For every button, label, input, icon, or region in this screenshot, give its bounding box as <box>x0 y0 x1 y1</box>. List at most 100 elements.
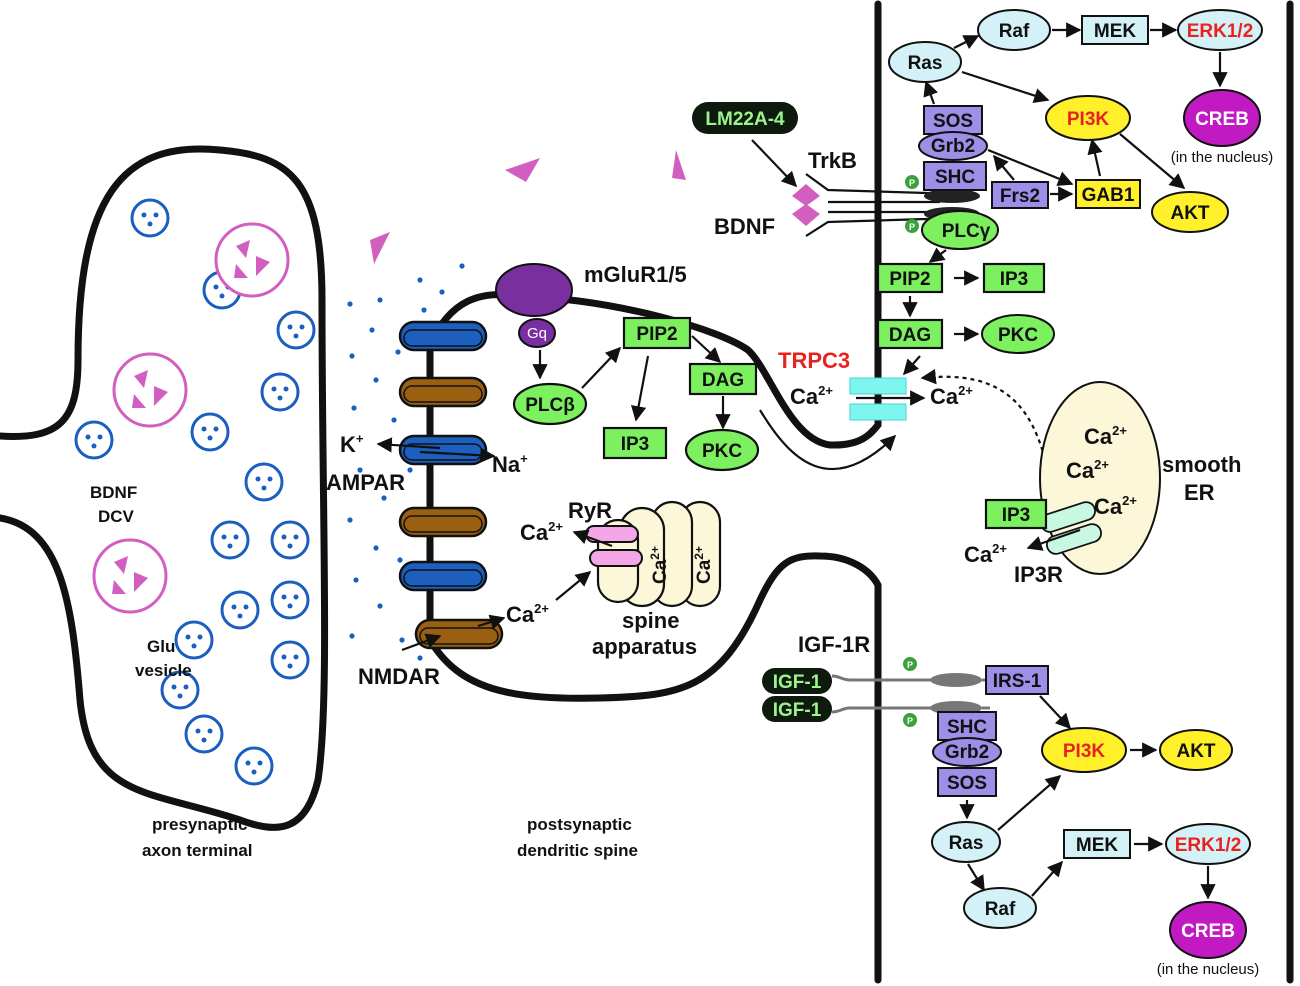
igf-raf-node: Raf <box>963 887 1037 929</box>
glutamate-dot <box>373 377 379 383</box>
trkb-pkc-label: PKC <box>998 325 1038 346</box>
bdnf-label: BDNF <box>714 214 775 239</box>
ca-to-ryr-arrow <box>555 571 592 601</box>
glutamate-dot <box>417 277 423 283</box>
glu-vesicle <box>260 372 300 412</box>
raf-to-mek-arrow-2 <box>1031 860 1064 897</box>
glutamate-dot <box>347 301 353 307</box>
igf-creb-node: CREB <box>1169 901 1247 959</box>
spine-ca-label-2: Ca2+ <box>692 546 715 584</box>
glutamate-dot <box>391 417 397 423</box>
glutamate-dot <box>459 263 465 269</box>
ampar-channel <box>398 560 488 592</box>
trpc3-label: TRPC3 <box>778 348 850 373</box>
dag-to-trpc3-arrow <box>759 409 897 470</box>
trkb-pi3k-node: PI3K <box>1045 95 1131 141</box>
sos-to-ras-arrow <box>923 80 938 105</box>
igf1-label-2: IGF-1 <box>773 700 822 721</box>
frs2-to-grb2-arrow <box>993 154 1015 181</box>
nmdar-ca-label: Ca2+ <box>506 601 549 627</box>
gab1-label: GAB1 <box>1082 185 1135 206</box>
trkb-dag-box: DAG <box>876 318 944 350</box>
trkb-pip2-label: PIP2 <box>889 269 930 290</box>
glu-vesicles <box>74 198 316 786</box>
er-ca-label-2: Ca2+ <box>1066 457 1109 483</box>
trkb-pkc-node: PKC <box>981 314 1055 354</box>
smooth-er-label-2: ER <box>1184 480 1215 505</box>
mglur-receptor <box>495 263 573 348</box>
spine-apparatus-label-2: apparatus <box>592 634 697 659</box>
spine-pip2-label: PIP2 <box>636 324 677 345</box>
igf-mek-box: MEK <box>1063 829 1131 859</box>
glu-vesicle <box>210 520 250 560</box>
glu-vesicle <box>270 580 310 620</box>
igf-grb2-label: Grb2 <box>945 742 989 763</box>
ampar-channel <box>398 320 488 352</box>
spine-apparatus-label-1: spine <box>622 608 679 633</box>
ryr-release-arrow <box>572 529 613 548</box>
plcb-to-pip2-arrow <box>581 346 622 389</box>
glutamate-dot <box>381 495 387 501</box>
glutamate-dot <box>357 467 363 473</box>
igf1r-phospho: P P <box>903 657 917 727</box>
grb2-to-gab1-arrow <box>987 148 1074 186</box>
trpc3-channel <box>849 377 907 421</box>
glu-vesicle <box>270 520 310 560</box>
nmdar-channel <box>414 618 504 650</box>
igf-raf-label: Raf <box>985 899 1016 920</box>
glu-vesicle <box>234 746 274 786</box>
trkb-label: TrkB <box>808 148 857 173</box>
igf-akt-node: AKT <box>1159 729 1233 771</box>
trkb-pi3k-label: PI3K <box>1067 109 1110 130</box>
glu-vesicle <box>276 310 316 350</box>
glu-vesicle <box>130 198 170 238</box>
trkb-mek-label: MEK <box>1094 21 1137 42</box>
glu-vesicle <box>174 620 214 660</box>
lm22a4-pill: LM22A-4 <box>692 102 798 134</box>
glu-vesicle-label-2: vesicle <box>135 661 192 680</box>
glu-vesicle <box>74 420 114 460</box>
igf1r-receptor <box>831 673 990 715</box>
glu-vesicle <box>220 590 260 630</box>
trkb-sos-label: SOS <box>933 111 973 132</box>
glu-vesicle <box>184 714 224 754</box>
bdnf-dcv-label-2: DCV <box>98 507 135 526</box>
er-ip3-box: IP3 <box>984 498 1048 530</box>
igf1-pill-2: IGF-1 <box>762 696 832 722</box>
smooth-er-label-1: smooth <box>1162 452 1241 477</box>
igf-ras-label: Ras <box>949 833 984 854</box>
glutamate-dot <box>399 637 405 643</box>
spine-ip3-label: IP3 <box>621 434 650 455</box>
lm22a4-to-trkb-arrow <box>751 139 798 188</box>
igf-mek-label: MEK <box>1076 835 1119 856</box>
glu-vesicle <box>244 462 284 502</box>
igf-nucleus-label: (in the nucleus) <box>1157 961 1260 978</box>
frs2-box: Frs2 <box>991 181 1049 209</box>
er-ip3-label: IP3 <box>1002 505 1031 526</box>
frs2-label: Frs2 <box>1000 186 1040 207</box>
pi3k-to-akt-arrow <box>1119 133 1186 189</box>
released-bdnf <box>370 150 686 264</box>
plcg-node: PLCγ <box>921 210 999 250</box>
bdnf-dcv <box>214 222 290 298</box>
trkb-ras-label: Ras <box>908 53 943 74</box>
pkc-to-trpc3-arrow <box>902 355 921 376</box>
glutamate-dot <box>377 297 383 303</box>
spine-pip2-box: PIP2 <box>622 316 692 350</box>
plcb-node: PLCβ <box>512 382 588 426</box>
trkb-shc-label: SHC <box>935 167 975 188</box>
igf-erk-label: ERK1/2 <box>1175 835 1242 856</box>
glutamate-dot <box>397 557 403 563</box>
nmdar-label: NMDAR <box>358 664 440 689</box>
irs1-label: IRS-1 <box>993 671 1042 692</box>
spine-ip3-box: IP3 <box>602 426 668 460</box>
presynaptic-label-1: presynaptic <box>152 815 247 834</box>
bdnf-dcv <box>112 352 188 428</box>
glutamate-dot <box>407 467 413 473</box>
na-influx-arrow <box>419 447 496 463</box>
er-ca-label-3: Ca2+ <box>1094 493 1137 519</box>
glutamate-dot <box>349 353 355 359</box>
igf-p1-label: P <box>907 660 913 670</box>
igf-akt-label: AKT <box>1176 741 1215 762</box>
glutamate-dot <box>347 517 353 523</box>
